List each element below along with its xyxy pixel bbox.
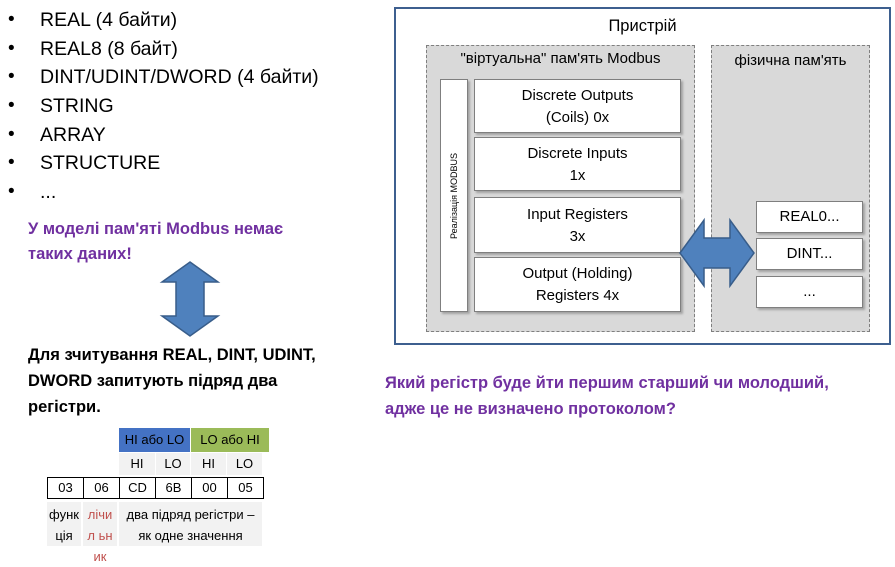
byte-cell: 6B — [155, 477, 192, 499]
byte-cell: CD — [119, 477, 156, 499]
bullet-icon: • — [8, 37, 15, 59]
list-item: •STRING — [8, 92, 319, 121]
horizontal-double-arrow-icon — [679, 217, 755, 289]
request-note: Для зчитування REAL, DINT, UDINT, DWORD … — [28, 346, 316, 416]
list-item: •REAL (4 байти) — [8, 6, 319, 35]
data-type-list: •REAL (4 байти) •REAL8 (8 байт) •DINT/UD… — [8, 6, 319, 207]
byte-order-hi: HI — [119, 453, 155, 475]
register-holding-registers: Output (Holding) Registers 4x — [474, 257, 681, 312]
bullet-icon: • — [8, 9, 15, 30]
list-item: •STRUCTURE — [8, 149, 319, 178]
byte-cell: 05 — [227, 477, 264, 499]
physical-item: DINT... — [756, 238, 863, 270]
virtual-memory-title: "віртуальна" пам'ять Modbus — [460, 50, 661, 67]
bullet-icon: • — [8, 123, 15, 145]
device-title: Пристрій — [608, 17, 677, 35]
label-two-registers: два підряд регістри – як одне значення — [119, 502, 262, 546]
bullet-icon: • — [8, 95, 15, 117]
bullet-icon: • — [8, 152, 15, 174]
byte-order-hi: HI — [191, 453, 226, 475]
table-header-lo-hi: LO або HI — [191, 428, 269, 452]
label-function: функ ція — [47, 502, 81, 546]
register-discrete-outputs: Discrete Outputs (Coils) 0x — [474, 79, 681, 133]
byte-cell: 06 — [83, 477, 120, 499]
table-header-hi-lo: HI або LO — [119, 428, 190, 452]
label-counter: лічил ьник — [83, 502, 117, 564]
bullet-icon: • — [8, 66, 15, 88]
byte-order-lo: LO — [227, 453, 262, 475]
modbus-implementation-bar — [440, 79, 468, 312]
vertical-double-arrow-icon — [159, 261, 221, 337]
physical-item: REAL0... — [756, 201, 863, 233]
no-data-note: У моделі пам'яті Modbus немає таких дани… — [28, 220, 284, 263]
list-item: •... — [8, 178, 319, 207]
register-discrete-inputs: Discrete Inputs 1x — [474, 137, 681, 191]
modbus-implementation-label: Реалізація MODBUS — [449, 152, 459, 240]
register-input-registers: Input Registers 3x — [474, 197, 681, 253]
byte-cell: 03 — [47, 477, 84, 499]
list-item: •ARRAY — [8, 121, 319, 150]
bullet-icon: • — [8, 181, 15, 203]
byte-cell: 00 — [191, 477, 228, 499]
question-text: Який регістр буде йти першим старший чи … — [385, 374, 829, 418]
physical-item: ... — [756, 276, 863, 308]
physical-memory-title: фізична пам'ять — [734, 52, 847, 69]
byte-order-lo: LO — [156, 453, 190, 475]
list-item: •REAL8 (8 байт) — [8, 35, 319, 64]
list-item: •DINT/UDINT/DWORD (4 байти) — [8, 63, 319, 92]
